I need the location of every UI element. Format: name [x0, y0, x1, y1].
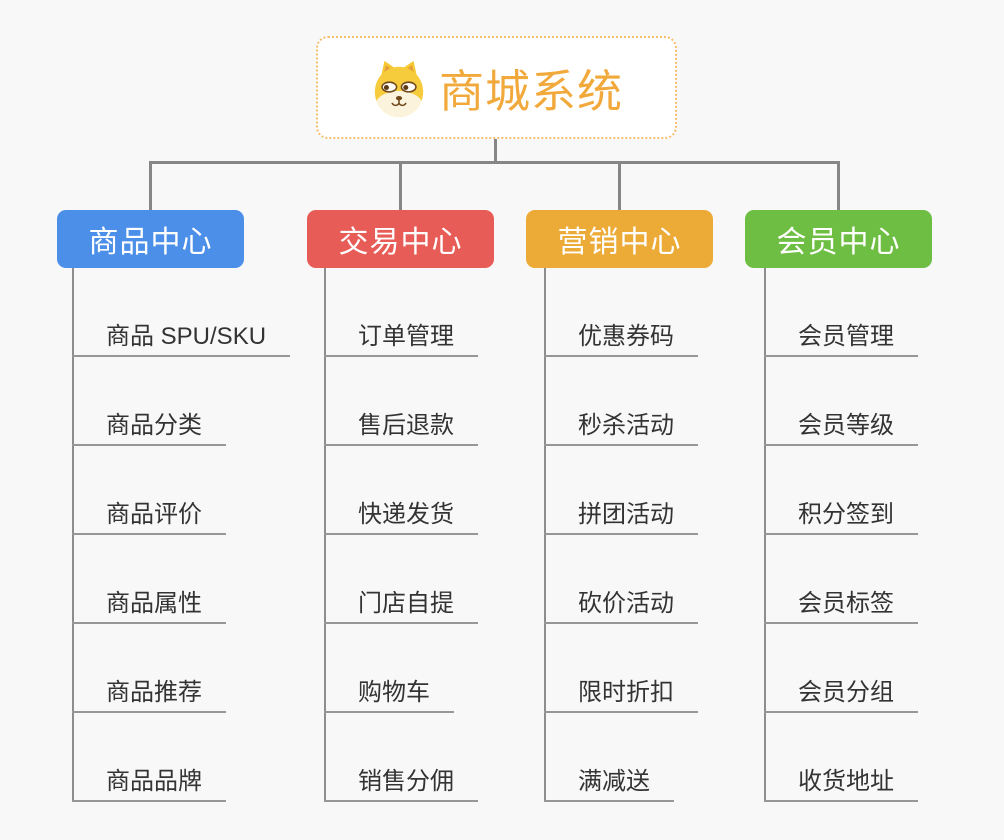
leaf-node[interactable]: 订单管理 [324, 323, 478, 357]
root-title: 商城系统 [438, 66, 623, 117]
connector-horizontal-bus [149, 161, 840, 164]
connector-root-stub [494, 139, 497, 163]
leaf-node[interactable]: 收货地址 [764, 768, 918, 802]
leaf-node[interactable]: 会员管理 [764, 323, 918, 357]
leaf-node[interactable]: 会员等级 [764, 412, 918, 446]
leaf-node[interactable]: 商品品牌 [72, 768, 226, 802]
leaf-node[interactable]: 拼团活动 [544, 501, 698, 535]
leaf-node[interactable]: 会员标签 [764, 590, 918, 624]
connector-drop-member [837, 161, 840, 210]
branch-node-trade-center[interactable]: 交易中心 [307, 210, 494, 268]
connector-drop-marketing [618, 161, 621, 210]
leaf-node[interactable]: 砍价活动 [544, 590, 698, 624]
leaf-node[interactable]: 限时折扣 [544, 679, 698, 713]
leaf-node[interactable]: 满减送 [544, 768, 674, 802]
root-node-mall-system[interactable]: 商城系统 [316, 36, 677, 139]
leaf-node[interactable]: 商品 SPU/SKU [72, 323, 291, 357]
leaf-node[interactable]: 商品分类 [72, 412, 226, 446]
leaf-node[interactable]: 快递发货 [324, 501, 478, 535]
leaf-node[interactable]: 售后退款 [324, 412, 478, 446]
connector-drop-product [149, 161, 152, 210]
branch-node-marketing-center[interactable]: 营销中心 [526, 210, 713, 268]
leaf-node[interactable]: 秒杀活动 [544, 412, 698, 446]
trunk-line-trade [324, 268, 326, 802]
connector-drop-trade [399, 161, 402, 210]
leaf-node[interactable]: 会员分组 [764, 679, 918, 713]
leaf-node[interactable]: 销售分佣 [324, 768, 478, 802]
trunk-line-member [764, 268, 766, 802]
branch-node-product-center[interactable]: 商品中心 [57, 210, 244, 268]
trunk-line-product [72, 268, 74, 802]
leaf-node[interactable]: 商品属性 [72, 590, 226, 624]
leaf-node[interactable]: 商品评价 [72, 501, 226, 535]
branch-node-member-center[interactable]: 会员中心 [745, 210, 932, 268]
leaf-node[interactable]: 优惠券码 [544, 323, 698, 357]
leaf-node[interactable]: 商品推荐 [72, 679, 226, 713]
leaf-node[interactable]: 门店自提 [324, 590, 478, 624]
leaf-node[interactable]: 积分签到 [764, 501, 918, 535]
trunk-line-marketing [544, 268, 546, 802]
dog-face-icon [374, 60, 424, 117]
leaf-node[interactable]: 购物车 [324, 679, 454, 713]
